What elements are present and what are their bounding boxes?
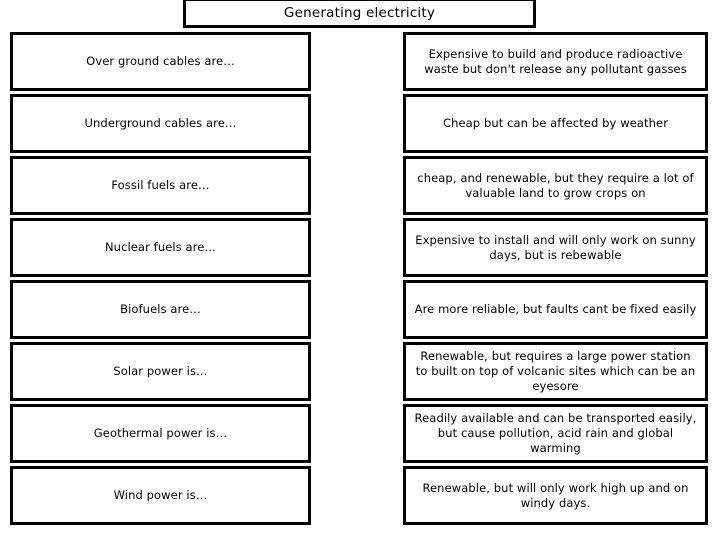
prompt-card-2-label: Underground cables are…	[84, 116, 237, 131]
prompt-card-8-label: Wind power is…	[113, 488, 208, 503]
page-title: Generating electricity	[283, 4, 436, 21]
answer-card-7-label: Readily available and can be transported…	[414, 411, 697, 455]
prompt-card-1-label: Over ground cables are…	[86, 54, 235, 69]
prompt-card-2[interactable]: Underground cables are…	[10, 94, 311, 153]
answer-card-5[interactable]: Are more reliable, but faults cant be fi…	[403, 280, 708, 339]
left-column-prompts: Over ground cables are… Underground cabl…	[10, 32, 311, 525]
prompt-card-7[interactable]: Geothermal power is…	[10, 404, 311, 463]
answer-card-5-label: Are more reliable, but faults cant be fi…	[414, 302, 697, 317]
answer-card-8-label: Renewable, but will only work high up an…	[422, 480, 689, 510]
prompt-card-7-label: Geothermal power is…	[93, 426, 228, 441]
answer-card-2[interactable]: Cheap but can be affected by weather	[403, 94, 708, 153]
right-column-answers: Expensive to build and produce radioacti…	[403, 32, 708, 525]
prompt-card-1[interactable]: Over ground cables are…	[10, 32, 311, 91]
answer-card-3-label: cheap, and renewable, but they require a…	[417, 170, 694, 200]
prompt-card-5[interactable]: Biofuels are…	[10, 280, 311, 339]
prompt-card-6[interactable]: Solar power is…	[10, 342, 311, 401]
answer-card-3[interactable]: cheap, and renewable, but they require a…	[403, 156, 708, 215]
prompt-card-6-label: Solar power is…	[113, 364, 208, 379]
answer-card-4[interactable]: Expensive to install and will only work …	[403, 218, 708, 277]
prompt-card-8[interactable]: Wind power is…	[10, 466, 311, 525]
answer-card-7[interactable]: Readily available and can be transported…	[403, 404, 708, 463]
answer-card-2-label: Cheap but can be affected by weather	[442, 116, 669, 131]
prompt-card-3-label: Fossil fuels are…	[111, 178, 210, 193]
prompt-card-4[interactable]: Nuclear fuels are…	[10, 218, 311, 277]
answer-card-8[interactable]: Renewable, but will only work high up an…	[403, 466, 708, 525]
prompt-card-3[interactable]: Fossil fuels are…	[10, 156, 311, 215]
answer-card-4-label: Expensive to install and will only work …	[415, 232, 696, 262]
answer-card-1-label: Expensive to build and produce radioacti…	[424, 46, 687, 76]
prompt-card-5-label: Biofuels are…	[120, 302, 201, 317]
answer-card-6-label: Renewable, but requires a large power st…	[415, 349, 696, 393]
answer-card-1[interactable]: Expensive to build and produce radioacti…	[403, 32, 708, 91]
answer-card-6[interactable]: Renewable, but requires a large power st…	[403, 342, 708, 401]
prompt-card-4-label: Nuclear fuels are…	[104, 240, 217, 255]
page-title-box: Generating electricity	[183, 0, 536, 28]
